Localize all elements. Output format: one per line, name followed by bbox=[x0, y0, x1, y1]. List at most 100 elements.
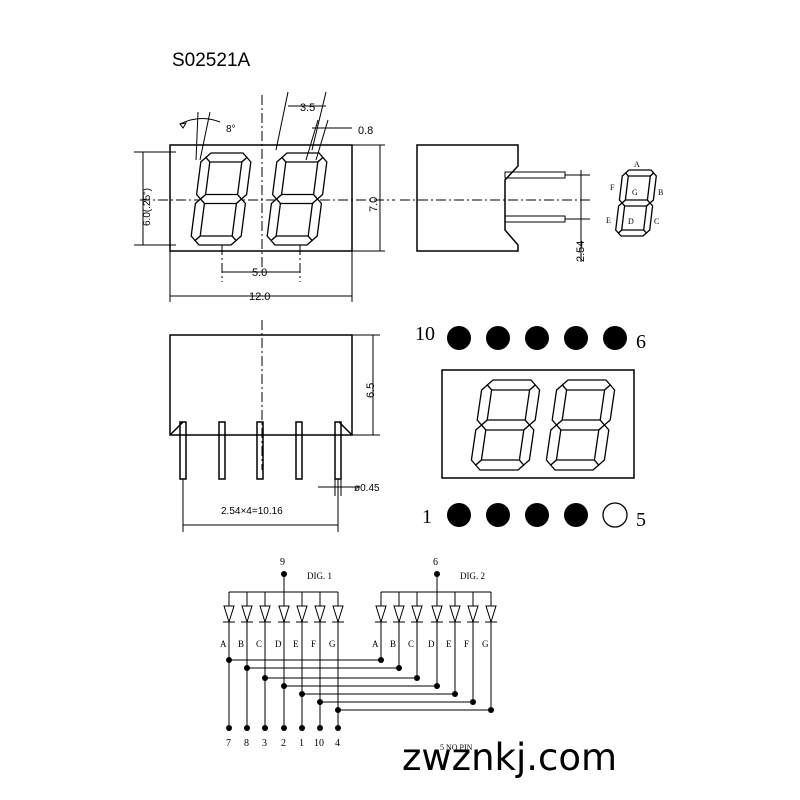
diode-triangle bbox=[259, 605, 271, 624]
diode-triangle bbox=[467, 605, 479, 624]
diode-triangle bbox=[431, 605, 443, 624]
front-digit-2 bbox=[266, 152, 328, 246]
dim-line bbox=[305, 119, 319, 161]
segment-a bbox=[561, 379, 612, 391]
segment-c bbox=[231, 198, 247, 242]
segment-label-c: C bbox=[408, 639, 414, 649]
body-width-label: 12.0 bbox=[249, 291, 270, 303]
segment-f bbox=[195, 156, 211, 200]
layout-digit-1 bbox=[470, 379, 541, 471]
legend-label-e: E bbox=[606, 216, 611, 225]
pin-terminal bbox=[335, 725, 341, 731]
segment-label-g: G bbox=[329, 639, 336, 649]
segment-b bbox=[646, 172, 657, 204]
bottom-view: 6.5 ø0.45 2.54×4=10.16 bbox=[169, 320, 380, 532]
pin-number-8: 8 bbox=[244, 738, 249, 749]
pin-number-10: 10 bbox=[314, 738, 324, 749]
pin-dot-2 bbox=[486, 503, 510, 527]
dig1-common-pin: 9 bbox=[280, 557, 285, 568]
segment-d bbox=[194, 235, 238, 246]
side-view: 2.54 bbox=[400, 144, 590, 262]
pin-number-3: 3 bbox=[262, 738, 267, 749]
segment-f bbox=[271, 156, 287, 200]
front-digit-group bbox=[190, 152, 328, 246]
legend-label-a: A bbox=[634, 160, 640, 169]
segment-d bbox=[474, 459, 525, 471]
pin-terminal bbox=[226, 725, 232, 731]
segment-d bbox=[270, 235, 314, 246]
legend-digit-glyph bbox=[615, 169, 657, 237]
diode-triangle bbox=[223, 605, 235, 624]
bottom-body-outline bbox=[169, 334, 353, 436]
pin-dot-7 bbox=[564, 326, 588, 350]
pin-terminal bbox=[244, 725, 250, 731]
pin-dot-9 bbox=[486, 326, 510, 350]
segment-g bbox=[275, 193, 319, 205]
dig1-common-terminal bbox=[281, 571, 287, 577]
pin-layout: 10 6 1 5 bbox=[415, 323, 646, 531]
body-chamfer-left bbox=[169, 421, 184, 436]
pin-5-label: 5 bbox=[636, 509, 646, 531]
legend-digit bbox=[615, 169, 657, 237]
segment-b bbox=[599, 384, 616, 426]
side-body-outline bbox=[416, 144, 519, 252]
pin-dot-8 bbox=[525, 326, 549, 350]
diode-triangle bbox=[296, 605, 308, 624]
segment-b bbox=[236, 156, 252, 200]
front-body-outline bbox=[169, 144, 353, 252]
pin-lead bbox=[179, 421, 187, 480]
dig2-common-terminal bbox=[434, 571, 440, 577]
segment-label-f: F bbox=[311, 639, 316, 649]
pin-dot-5-no-pin bbox=[602, 502, 628, 528]
segment-label-a: A bbox=[372, 639, 379, 649]
segment-f bbox=[618, 172, 629, 204]
segment-g bbox=[480, 419, 531, 431]
segment-c bbox=[307, 198, 323, 242]
diode-triangle bbox=[278, 605, 290, 624]
diode-triangle bbox=[332, 605, 344, 624]
pin-terminal bbox=[262, 725, 268, 731]
dim-line bbox=[311, 91, 327, 151]
side-pin-lower bbox=[504, 215, 566, 223]
diode-triangle bbox=[314, 605, 326, 624]
pin-terminal bbox=[317, 725, 323, 731]
dim-line bbox=[275, 91, 289, 151]
diode-triangle bbox=[241, 605, 253, 624]
segment-a bbox=[624, 169, 655, 177]
part-number: S02521A bbox=[172, 50, 251, 71]
dim-line bbox=[315, 119, 329, 161]
pin-dot-3 bbox=[525, 503, 549, 527]
legend-label-g: G bbox=[632, 188, 638, 197]
angle-line-vertical bbox=[195, 111, 199, 161]
segment-c bbox=[518, 424, 535, 466]
diode-triangle bbox=[393, 605, 405, 624]
pin-6-label: 6 bbox=[636, 331, 646, 353]
legend-label-d: D bbox=[628, 217, 634, 226]
segment-width-label: 0.8 bbox=[358, 125, 373, 137]
segment-c bbox=[593, 424, 610, 466]
segment-label-e: E bbox=[446, 639, 452, 649]
pin-1-label: 1 bbox=[422, 506, 432, 528]
segment-e bbox=[615, 202, 626, 234]
side-pin-upper bbox=[504, 171, 566, 179]
watermark: zwznkj.com bbox=[402, 736, 617, 779]
layout-digit-group bbox=[470, 379, 616, 471]
segment-a bbox=[204, 152, 248, 163]
segment-g bbox=[555, 419, 606, 431]
pin-dot-4 bbox=[564, 503, 588, 527]
segment-a bbox=[486, 379, 537, 391]
pin-10-label: 10 bbox=[415, 323, 435, 345]
segment-label-c: C bbox=[256, 639, 262, 649]
legend-label-c: C bbox=[654, 217, 659, 226]
pin-diameter-label: ø0.45 bbox=[354, 483, 380, 494]
legend-label-b: B bbox=[658, 188, 663, 197]
segment-d bbox=[617, 229, 648, 237]
pin-layout-body bbox=[441, 369, 635, 479]
segment-f bbox=[551, 384, 568, 426]
pin-dot-1 bbox=[447, 503, 471, 527]
angle-arrow bbox=[179, 122, 187, 129]
segment-g bbox=[621, 199, 651, 207]
segment-c bbox=[643, 202, 654, 234]
pin-dot-6 bbox=[603, 326, 627, 350]
